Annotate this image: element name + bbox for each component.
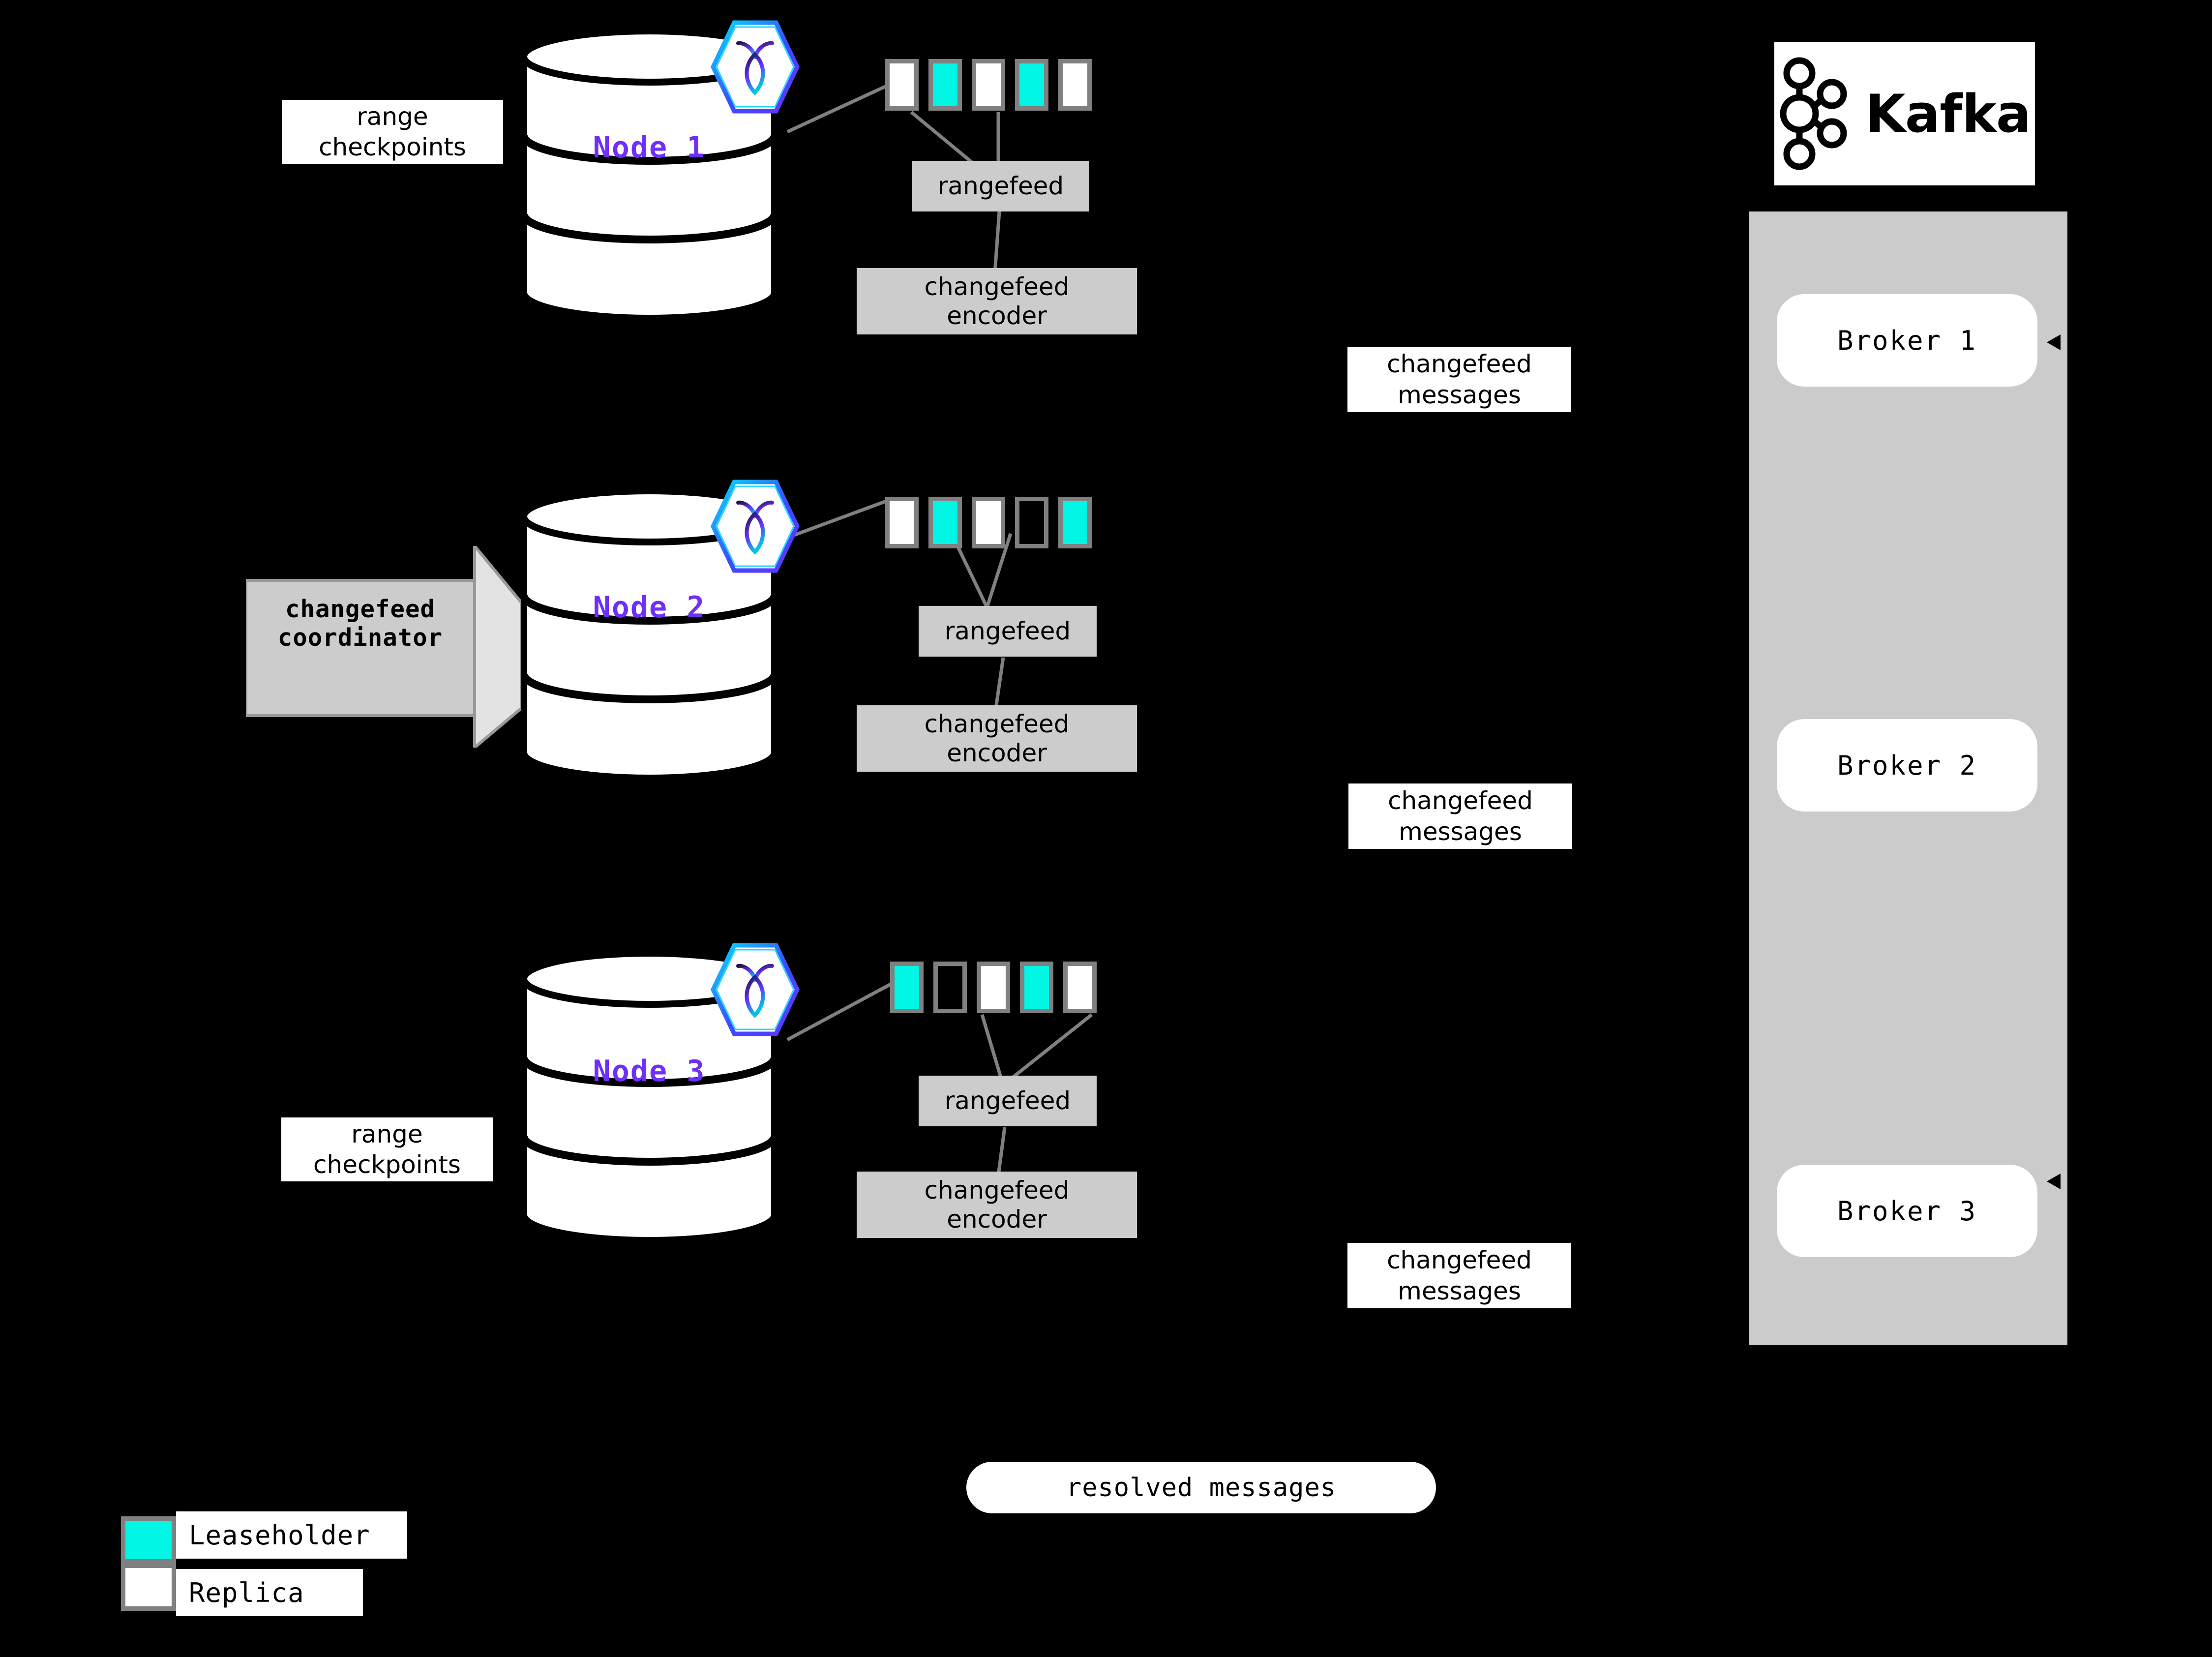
changefeed-messages-label-2: changefeed messages	[1348, 783, 1572, 849]
range-box	[933, 962, 967, 1013]
cockroachdb-logo-icon	[710, 940, 801, 1039]
changefeed-coordinator-banner-shape	[246, 546, 521, 748]
node-3-range-checkpoints-label: range checkpoints	[281, 1117, 493, 1181]
range-box	[890, 962, 924, 1013]
range-box	[1063, 962, 1097, 1013]
cockroachdb-logo-icon	[710, 18, 801, 116]
legend-swatch-leaseholder	[121, 1516, 176, 1564]
kafka-logo-box: Kafka	[1774, 42, 2035, 185]
kafka-wordmark: Kafka	[1865, 83, 2032, 144]
range-box	[885, 497, 919, 548]
legend-swatch-replica	[121, 1564, 176, 1611]
range-box	[1015, 59, 1048, 111]
range-box	[1058, 497, 1092, 548]
changefeed-coordinator-label: changefeed coordinator	[277, 595, 443, 652]
node-3-changefeed-encoder-box[interactable]: changefeed encoder	[857, 1172, 1137, 1238]
kafka-inbound-arrowheads	[2047, 334, 2061, 1189]
node-1-changefeed-encoder-box[interactable]: changefeed encoder	[857, 268, 1137, 334]
kafka-logo-icon	[1780, 57, 1847, 170]
node-2-cylinder	[519, 487, 779, 782]
range-box	[1058, 59, 1092, 111]
legend-label-replica: Replica	[176, 1569, 363, 1616]
node-2-rangefeed-box[interactable]: rangefeed	[919, 606, 1097, 657]
range-box	[972, 59, 1005, 111]
range-box	[928, 497, 962, 548]
legend-label-leaseholder: Leaseholder	[176, 1511, 407, 1559]
node-3-range-row	[890, 962, 1097, 1013]
broker-1-box[interactable]: Broker 1	[1777, 294, 2037, 387]
range-box	[1020, 962, 1053, 1013]
changefeed-messages-label-3: changefeed messages	[1347, 1243, 1571, 1308]
node-1-rangefeed-box[interactable]: rangefeed	[912, 161, 1089, 211]
cockroachdb-logo-icon	[710, 477, 801, 575]
node-2-range-row	[885, 497, 1092, 548]
range-box	[977, 962, 1010, 1013]
node-1-range-row	[885, 59, 1092, 111]
broker-3-box[interactable]: Broker 3	[1777, 1165, 2037, 1257]
range-box	[972, 497, 1005, 548]
range-box	[928, 59, 962, 111]
changefeed-messages-label-1: changefeed messages	[1347, 347, 1571, 412]
range-box	[1015, 497, 1048, 548]
node-3-rangefeed-box[interactable]: rangefeed	[919, 1076, 1097, 1126]
node-2-changefeed-encoder-box[interactable]: changefeed encoder	[857, 705, 1137, 772]
node-1-range-checkpoints-label: range checkpoints	[282, 100, 503, 164]
broker-2-box[interactable]: Broker 2	[1777, 719, 2037, 812]
resolved-messages-pill: resolved messages	[966, 1462, 1436, 1513]
range-box	[885, 59, 919, 111]
